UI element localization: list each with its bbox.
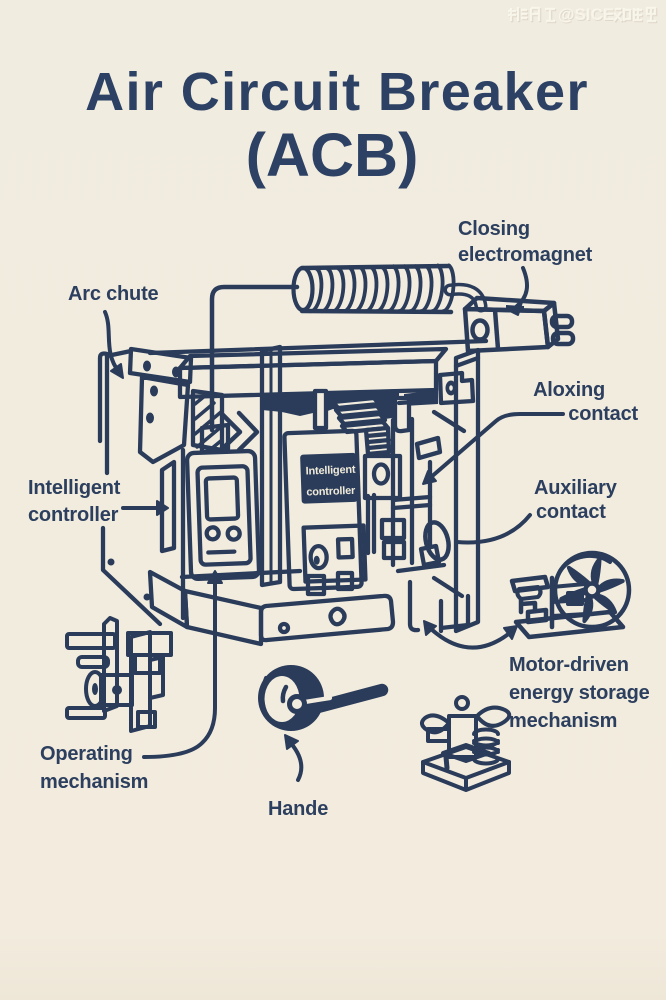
svg-text:electromagnet: electromagnet [458,244,593,266]
svg-text:contact: contact [568,403,638,425]
svg-text:Auxiliary: Auxiliary [534,477,618,499]
svg-text:@SICE: @SICE [559,6,615,25]
svg-text:mechanism: mechanism [509,710,617,732]
svg-text:Aloxing: Aloxing [533,379,605,401]
svg-text:contact: contact [536,501,606,523]
svg-text:Intelligent: Intelligent [28,477,121,499]
svg-text:(ACB): (ACB) [246,121,419,189]
svg-text:controller: controller [28,504,119,526]
svg-text:Intelligent: Intelligent [305,464,356,478]
svg-text:controller: controller [306,485,356,499]
svg-text:Arc chute: Arc chute [68,283,159,305]
svg-text:Hande: Hande [268,798,328,820]
svg-text:Air Circuit Breaker: Air Circuit Breaker [85,62,589,122]
svg-text:@SICE: @SICE [558,5,614,24]
svg-text:mechanism: mechanism [40,771,148,793]
svg-text:Motor-driven: Motor-driven [509,654,629,676]
svg-text:Operating: Operating [40,743,133,765]
svg-text:energy storage: energy storage [509,682,650,704]
svg-text:Closing: Closing [458,218,530,240]
